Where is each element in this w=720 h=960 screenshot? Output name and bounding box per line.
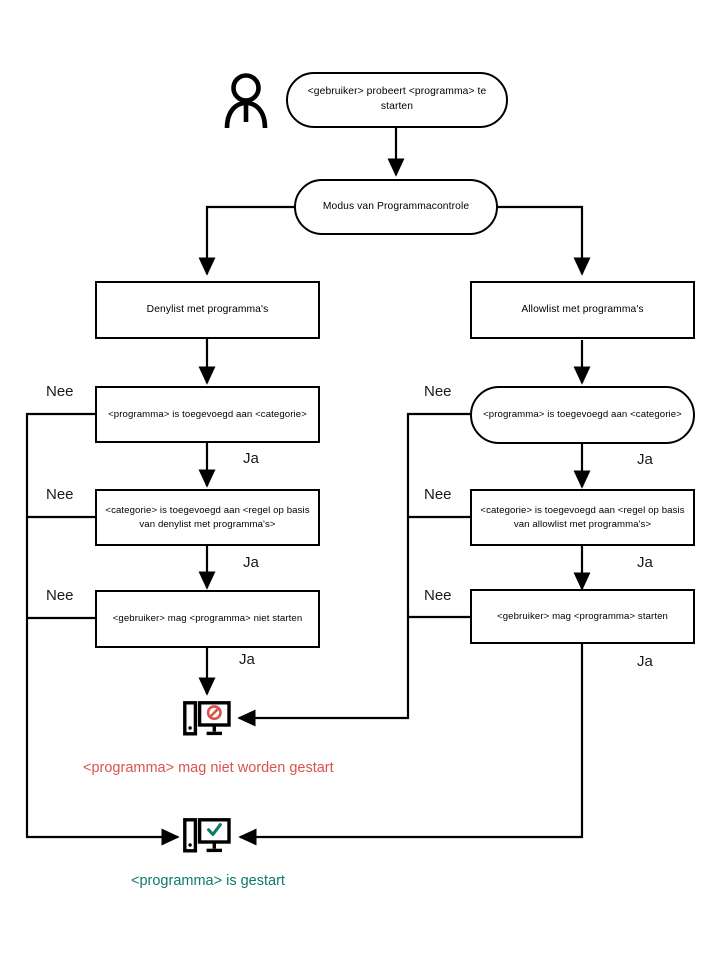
edge-label-nee-left-2: Nee [46, 486, 74, 503]
node-allowlist[interactable]: Allowlist met programma's [470, 281, 695, 339]
edge-label-nee-right-3: Nee [424, 587, 452, 604]
edge-label-nee-right-1: Nee [424, 383, 452, 400]
node-deny-user-may-not-start[interactable]: <gebruiker> mag <programma> niet starten [95, 590, 320, 648]
user-actor-icon [224, 73, 268, 129]
node-deny-program-in-category[interactable]: <programma> is toegevoegd aan <categorie… [95, 386, 320, 443]
outcome-started-label: <programma> is gestart [131, 873, 285, 889]
edge-label-ja-right-1: Ja [637, 451, 653, 468]
edge-label-ja-left-1: Ja [243, 450, 259, 467]
node-deny-program-in-category-label: <programma> is toegevoegd aan <categorie… [108, 408, 307, 420]
edge-label-ja-right-3: Ja [637, 653, 653, 670]
node-start[interactable]: <gebruiker> probeert <programma> te star… [286, 72, 508, 128]
node-allow-user-may-start[interactable]: <gebruiker> mag <programma> starten [470, 589, 695, 644]
node-allow-category-in-rule[interactable]: <categorie> is toegevoegd aan <regel op … [470, 489, 695, 546]
monitor-allowed-icon [183, 818, 231, 853]
node-start-label: <gebruiker> probeert <programma> te star… [307, 86, 487, 112]
outcome-blocked-label: <programma> mag niet worden gestart [83, 760, 334, 776]
edge-label-nee-left-3: Nee [46, 587, 74, 604]
node-denylist[interactable]: Denylist met programma's [95, 281, 320, 339]
node-deny-user-may-not-start-label: <gebruiker> mag <programma> niet starten [112, 613, 303, 625]
node-mode-label: Modus van Programmacontrole [322, 200, 470, 212]
node-allow-user-may-start-label: <gebruiker> mag <programma> starten [497, 610, 668, 622]
edge-label-nee-right-2: Nee [424, 486, 452, 503]
node-allowlist-label: Allowlist met programma's [521, 303, 644, 315]
edge-label-ja-left-3: Ja [239, 651, 255, 668]
node-allow-program-in-category-label: <programma> is toegevoegd aan <categorie… [483, 409, 682, 421]
node-denylist-label: Denylist met programma's [146, 303, 269, 315]
edge-label-ja-left-2: Ja [243, 554, 259, 571]
node-allow-program-in-category[interactable]: <programma> is toegevoegd aan <categorie… [470, 386, 695, 444]
monitor-blocked-icon [183, 701, 231, 736]
node-deny-category-in-rule-label: <categorie> is toegevoegd aan <regel op … [105, 504, 310, 530]
node-deny-category-in-rule[interactable]: <categorie> is toegevoegd aan <regel op … [95, 489, 320, 546]
node-allow-category-in-rule-label: <categorie> is toegevoegd aan <regel op … [480, 504, 685, 530]
node-mode[interactable]: Modus van Programmacontrole [294, 179, 498, 235]
edge-label-nee-left-1: Nee [46, 383, 74, 400]
edge-label-ja-right-2: Ja [637, 554, 653, 571]
